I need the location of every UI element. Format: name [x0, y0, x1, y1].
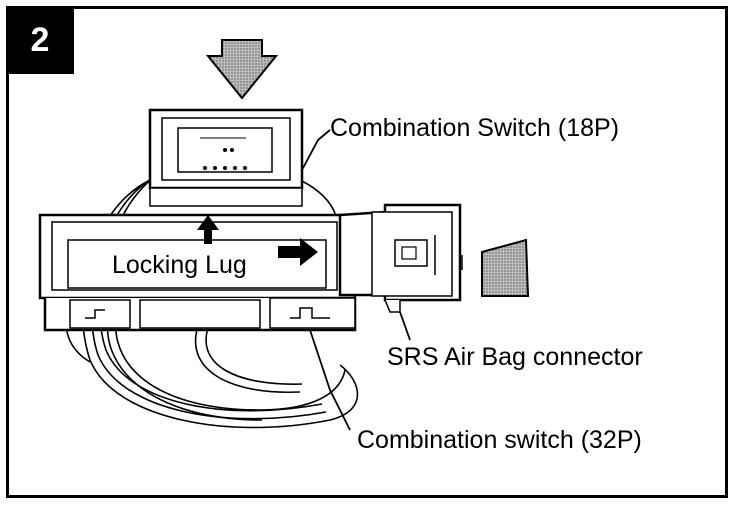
right-arrow-icon	[278, 238, 318, 266]
pull-right-arrow-icon	[481, 238, 530, 297]
srs-airbag-connector	[338, 203, 463, 313]
label-combination-switch-18p: Combination Switch (18P)	[330, 114, 620, 142]
label-combination-switch-32p: Combination switch (32P)	[357, 426, 642, 454]
connector-18p	[148, 108, 304, 207]
up-arrow-icon	[197, 215, 219, 244]
connector-32p-housing	[38, 213, 357, 332]
step-number-badge: 2	[6, 6, 74, 74]
label-srs-air-bag-connector: SRS Air Bag connector	[387, 343, 643, 371]
label-locking-lug: Locking Lug	[112, 251, 247, 279]
leader-lines	[301, 129, 411, 431]
push-down-arrow-icon	[205, 39, 279, 100]
